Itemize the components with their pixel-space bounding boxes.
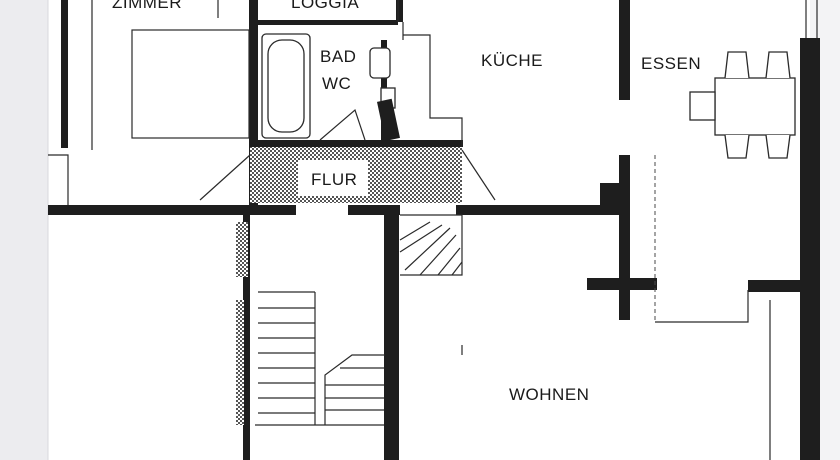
room-label-kueche: KÜCHE: [481, 51, 543, 70]
chair-icon: [724, 51, 791, 159]
flur-hatch-label-bg: [298, 160, 368, 196]
toilet-icon: [369, 47, 400, 142]
room-label-wc: WC: [322, 74, 351, 93]
bathtub-icon: [261, 33, 311, 139]
room-label-essen: ESSEN: [641, 54, 701, 73]
room-label-loggia: LOGGIA: [291, 0, 359, 12]
straight-stairs-icon: [255, 291, 385, 426]
stair-hatch: [236, 222, 248, 277]
room-label-wohnen: WOHNEN: [509, 385, 589, 404]
room-label-bad: BAD: [320, 47, 356, 66]
thin-lines: [48, 0, 818, 460]
stairs-icon: [399, 214, 463, 276]
dining-table-icon: [689, 77, 796, 136]
room-label-flur: FLUR: [311, 170, 357, 189]
stair-hatch-lower: [236, 300, 244, 425]
room-label-zimmer: ZIMMER: [112, 0, 182, 12]
